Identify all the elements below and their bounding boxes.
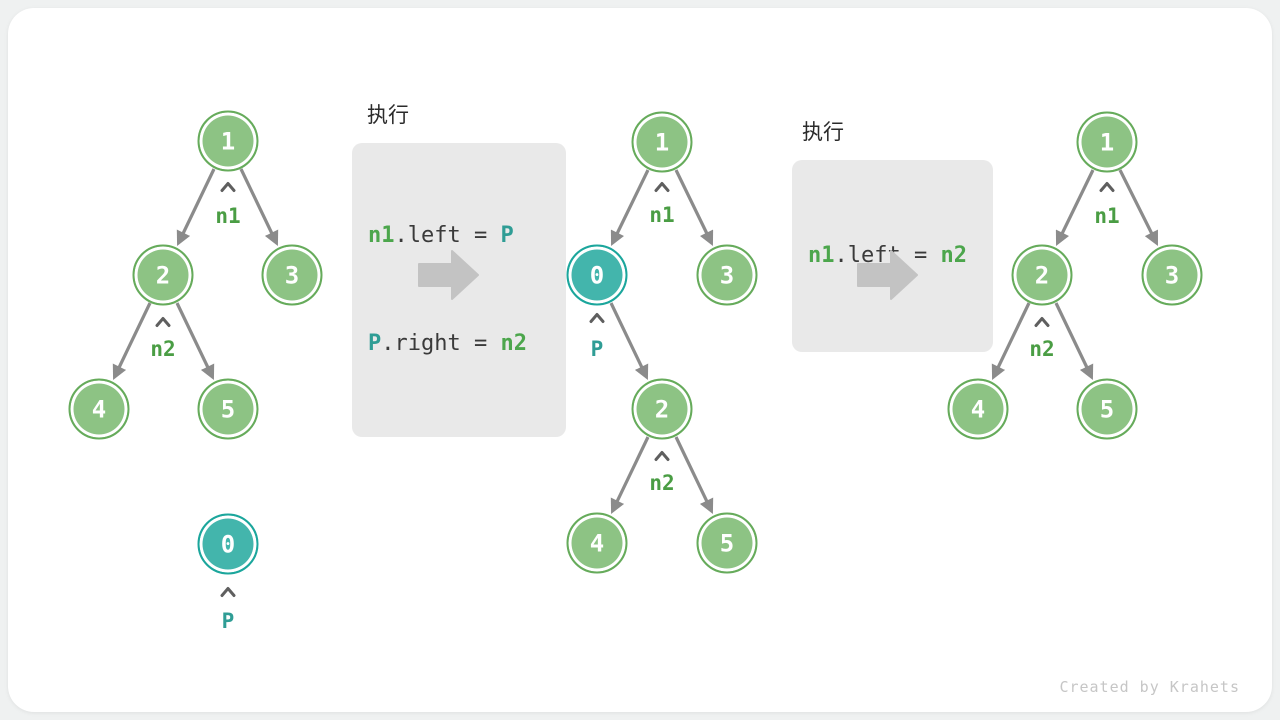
node-value: 4	[589, 529, 605, 557]
code-block-1-title: 执行	[367, 103, 409, 127]
tree2-node-3: 3	[696, 244, 758, 306]
code-token: P	[500, 223, 514, 248]
tree3-node-4: 4	[947, 378, 1009, 440]
node-value: 3	[1164, 261, 1180, 289]
code-line-2: P.right = n2	[368, 326, 550, 362]
tree3-node-3: 3	[1141, 244, 1203, 306]
tree2-node-2: 2	[631, 378, 693, 440]
step-arrow-icon	[418, 250, 479, 300]
tree2-node-5: 5	[696, 512, 758, 574]
tree1-node-1: 1	[197, 110, 259, 172]
tree3-node-2: 2	[1011, 244, 1073, 306]
node-value: 2	[155, 261, 171, 289]
pointer-label-n2: n2	[1029, 337, 1055, 361]
node-value: 4	[970, 395, 986, 423]
node-value: 1	[1099, 128, 1115, 156]
caret-up-icon	[220, 587, 236, 597]
pointer-label-p: P	[590, 337, 604, 361]
caret-up-icon	[654, 182, 670, 192]
node-value: 2	[1034, 261, 1050, 289]
pointer-label-n1: n1	[649, 203, 675, 227]
code-token: .left =	[394, 223, 501, 248]
diagram-card	[8, 8, 1272, 712]
tree1-node-2: 2	[132, 244, 194, 306]
step-arrow-icon	[857, 250, 918, 300]
caret-up-icon	[589, 313, 605, 323]
tree1-node-4: 4	[68, 378, 130, 440]
node-value: 1	[654, 128, 670, 156]
tree2-node-4: 4	[566, 512, 628, 574]
tree3-node-1: 1	[1076, 111, 1138, 173]
caret-up-icon	[155, 317, 171, 327]
node-value: 3	[719, 261, 735, 289]
caret-up-icon	[654, 451, 670, 461]
tree3-node-5: 5	[1076, 378, 1138, 440]
code-token: n1	[808, 243, 835, 268]
code-block-2-title: 执行	[802, 120, 844, 144]
caret-up-icon	[1034, 317, 1050, 327]
tree1-node-5: 5	[197, 378, 259, 440]
code-line-1: n1.left = n2	[808, 238, 977, 274]
tree1-node-0: 0	[197, 513, 259, 575]
tree2-node-1: 1	[631, 111, 693, 173]
code-token: n2	[500, 331, 527, 356]
code-token: P	[368, 331, 382, 356]
node-value: 5	[220, 395, 236, 423]
node-value: 2	[654, 395, 670, 423]
pointer-label-n2: n2	[649, 471, 675, 495]
node-value: 3	[284, 261, 300, 289]
node-value: 0	[589, 261, 605, 289]
pointer-label-n1: n1	[215, 204, 241, 228]
node-value: 5	[719, 529, 735, 557]
pointer-label-n1: n1	[1094, 204, 1120, 228]
code-token: .right =	[381, 331, 501, 356]
tree1-node-3: 3	[261, 244, 323, 306]
node-value: 5	[1099, 395, 1115, 423]
caret-up-icon	[220, 182, 236, 192]
node-value: 1	[220, 127, 236, 155]
code-token: n1	[368, 223, 395, 248]
node-value: 4	[91, 395, 107, 423]
watermark-credit: Created by Krahets	[1059, 678, 1240, 696]
tree2-node-0: 0	[566, 244, 628, 306]
code-token: n2	[940, 243, 967, 268]
pointer-label-p: P	[221, 609, 235, 633]
node-value: 0	[220, 530, 236, 558]
caret-up-icon	[1099, 182, 1115, 192]
code-line-1: n1.left = P	[368, 218, 550, 254]
pointer-label-n2: n2	[150, 337, 176, 361]
